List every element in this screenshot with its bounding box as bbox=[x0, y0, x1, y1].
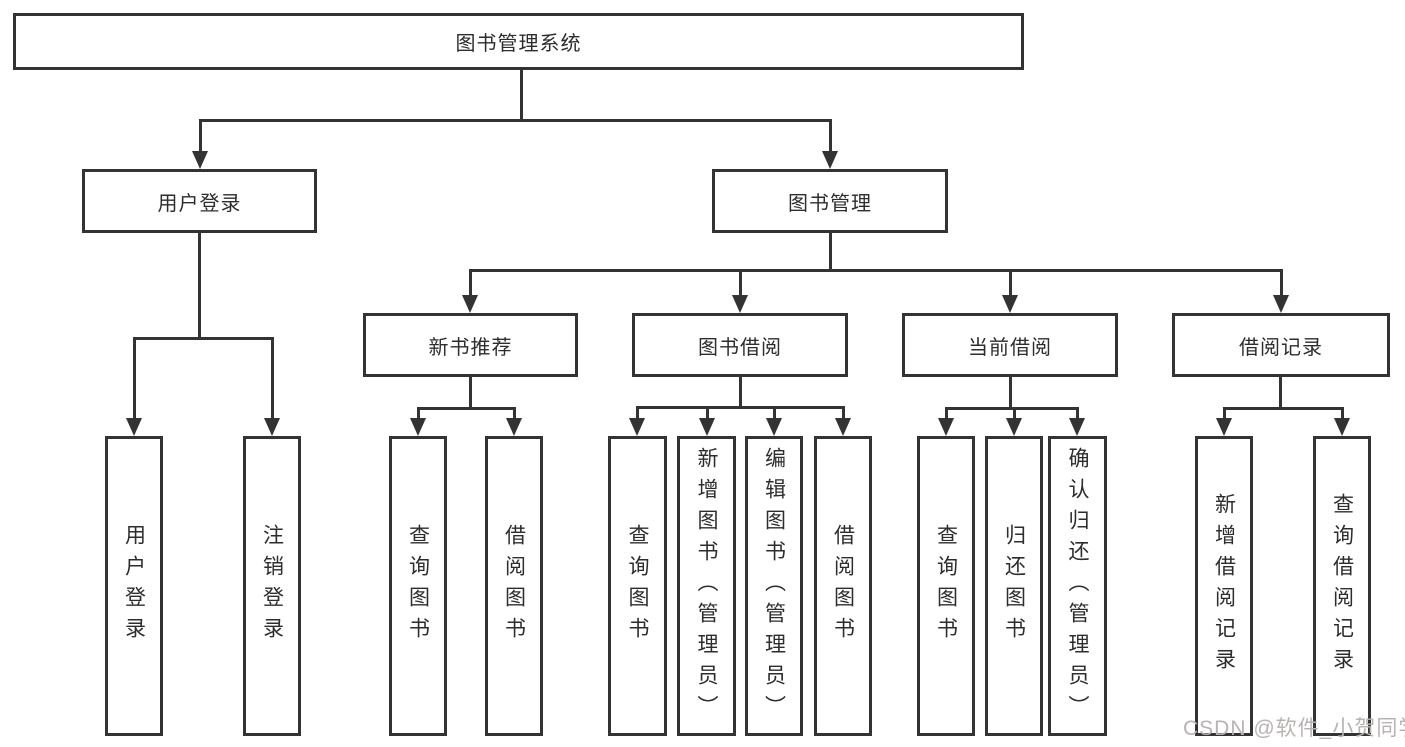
connector-drop-user bbox=[199, 119, 202, 153]
leaf-user-login: 用户登录 bbox=[105, 436, 163, 736]
connector-drop-leaf bbox=[842, 406, 845, 420]
arrow-down-icon bbox=[766, 418, 782, 436]
leaf-borrow-add-admin-label: 新增图书（管理员） bbox=[695, 446, 718, 726]
connector-drop-leaf bbox=[945, 407, 948, 420]
arrow-down-icon bbox=[732, 295, 748, 313]
arrow-down-icon bbox=[629, 418, 645, 436]
node-book-mgmt: 图书管理 bbox=[712, 169, 948, 233]
connector-drop-leaf bbox=[513, 407, 516, 420]
leaf-newbook-query: 查询图书 bbox=[389, 436, 447, 736]
connector-drop-borrow bbox=[739, 269, 742, 297]
connector-newbook-bar bbox=[417, 407, 516, 410]
connector-root-bar bbox=[199, 119, 832, 122]
connector-root-stem bbox=[520, 70, 523, 120]
connector-current-stem bbox=[1009, 377, 1012, 409]
connector-drop-login bbox=[133, 337, 136, 418]
arrow-down-icon bbox=[938, 418, 954, 436]
node-borrow-records: 借阅记录 bbox=[1172, 313, 1390, 377]
node-user-login: 用户登录 bbox=[82, 169, 317, 233]
connector-drop-leaf bbox=[706, 406, 709, 420]
node-user-login-label: 用户登录 bbox=[157, 192, 242, 215]
connector-drop-leaf bbox=[1341, 407, 1344, 420]
connector-mgmt-stem bbox=[829, 233, 832, 271]
node-root: 图书管理系统 bbox=[13, 13, 1024, 70]
connector-drop-leaf bbox=[636, 406, 639, 420]
connector-drop-leaf bbox=[417, 407, 420, 420]
arrow-down-icon bbox=[822, 151, 838, 169]
connector-records-bar bbox=[1223, 407, 1344, 410]
leaf-record-query-label: 查询借阅记录 bbox=[1330, 493, 1354, 679]
leaf-newbook-borrow: 借阅图书 bbox=[485, 436, 543, 736]
node-book-borrow: 图书借阅 bbox=[632, 313, 848, 377]
leaf-borrow-query-label: 查询图书 bbox=[626, 524, 649, 648]
node-new-book-rec-label: 新书推荐 bbox=[428, 336, 513, 359]
connector-drop-mgmt bbox=[829, 119, 832, 153]
node-root-label: 图书管理系统 bbox=[455, 33, 582, 55]
arrow-down-icon bbox=[1334, 418, 1350, 436]
csdn-watermark: CSDN @软件_小贺同学 bbox=[1183, 717, 1405, 740]
node-book-mgmt-label: 图书管理 bbox=[788, 192, 872, 215]
arrow-down-icon bbox=[1006, 418, 1022, 436]
leaf-user-login-label: 用户登录 bbox=[122, 524, 146, 648]
leaf-logout-label: 注销登录 bbox=[260, 524, 284, 648]
connector-drop-leaf bbox=[773, 406, 776, 420]
leaf-newbook-query-label: 查询图书 bbox=[406, 524, 430, 648]
connector-drop-current bbox=[1009, 269, 1012, 297]
arrow-down-icon bbox=[1273, 295, 1289, 313]
leaf-current-return: 归还图书 bbox=[985, 436, 1043, 736]
leaf-record-add-label: 新增借阅记录 bbox=[1212, 493, 1236, 679]
leaf-record-add: 新增借阅记录 bbox=[1195, 436, 1253, 736]
connector-current-bar bbox=[945, 407, 1078, 410]
connector-mgmt-bar bbox=[469, 269, 1282, 272]
connector-borrow-bar bbox=[636, 406, 845, 409]
connector-drop-leaf bbox=[1013, 407, 1016, 420]
leaf-current-query-label: 查询图书 bbox=[934, 524, 958, 648]
leaf-record-query: 查询借阅记录 bbox=[1313, 436, 1371, 736]
connector-drop-leaf bbox=[1223, 407, 1226, 420]
leaf-borrow-edit-admin-label: 编辑图书（管理员） bbox=[762, 446, 786, 726]
node-book-borrow-label: 图书借阅 bbox=[698, 336, 782, 359]
leaf-borrow-borrow-label: 借阅图书 bbox=[831, 524, 855, 648]
arrow-down-icon bbox=[462, 295, 478, 313]
leaf-borrow-add-admin: 新增图书（管理员） bbox=[677, 436, 736, 736]
arrow-down-icon bbox=[1069, 418, 1085, 436]
leaf-current-confirm-admin-label: 确认归还（管理员） bbox=[1066, 446, 1089, 726]
node-current-borrow-label: 当前借阅 bbox=[968, 336, 1052, 359]
connector-records-stem bbox=[1279, 377, 1282, 409]
arrow-down-icon bbox=[126, 418, 142, 436]
connector-user-bar bbox=[133, 337, 273, 340]
connector-borrow-stem bbox=[739, 377, 742, 408]
leaf-current-query: 查询图书 bbox=[917, 436, 975, 736]
node-new-book-rec: 新书推荐 bbox=[363, 313, 578, 377]
connector-drop-leaf bbox=[1076, 407, 1079, 420]
node-borrow-records-label: 借阅记录 bbox=[1239, 336, 1323, 359]
node-current-borrow: 当前借阅 bbox=[902, 313, 1118, 377]
connector-user-stem bbox=[198, 233, 201, 338]
arrow-down-icon bbox=[192, 151, 208, 169]
arrow-down-icon bbox=[1216, 418, 1232, 436]
arrow-down-icon bbox=[264, 418, 280, 436]
leaf-borrow-query: 查询图书 bbox=[608, 436, 667, 736]
connector-drop-logout bbox=[271, 337, 274, 418]
leaf-current-return-label: 归还图书 bbox=[1002, 524, 1026, 648]
leaf-borrow-borrow: 借阅图书 bbox=[814, 436, 872, 736]
arrow-down-icon bbox=[410, 418, 426, 436]
arrow-down-icon bbox=[699, 418, 715, 436]
leaf-newbook-borrow-label: 借阅图书 bbox=[502, 524, 526, 648]
arrow-down-icon bbox=[1002, 295, 1018, 313]
leaf-current-confirm-admin: 确认归还（管理员） bbox=[1048, 436, 1107, 736]
arrow-down-icon bbox=[506, 418, 522, 436]
leaf-logout: 注销登录 bbox=[243, 436, 301, 736]
connector-newbook-stem bbox=[469, 377, 472, 409]
connector-drop-newbook bbox=[469, 269, 472, 297]
arrow-down-icon bbox=[835, 418, 851, 436]
leaf-borrow-edit-admin: 编辑图书（管理员） bbox=[745, 436, 803, 736]
connector-drop-records bbox=[1280, 269, 1283, 297]
